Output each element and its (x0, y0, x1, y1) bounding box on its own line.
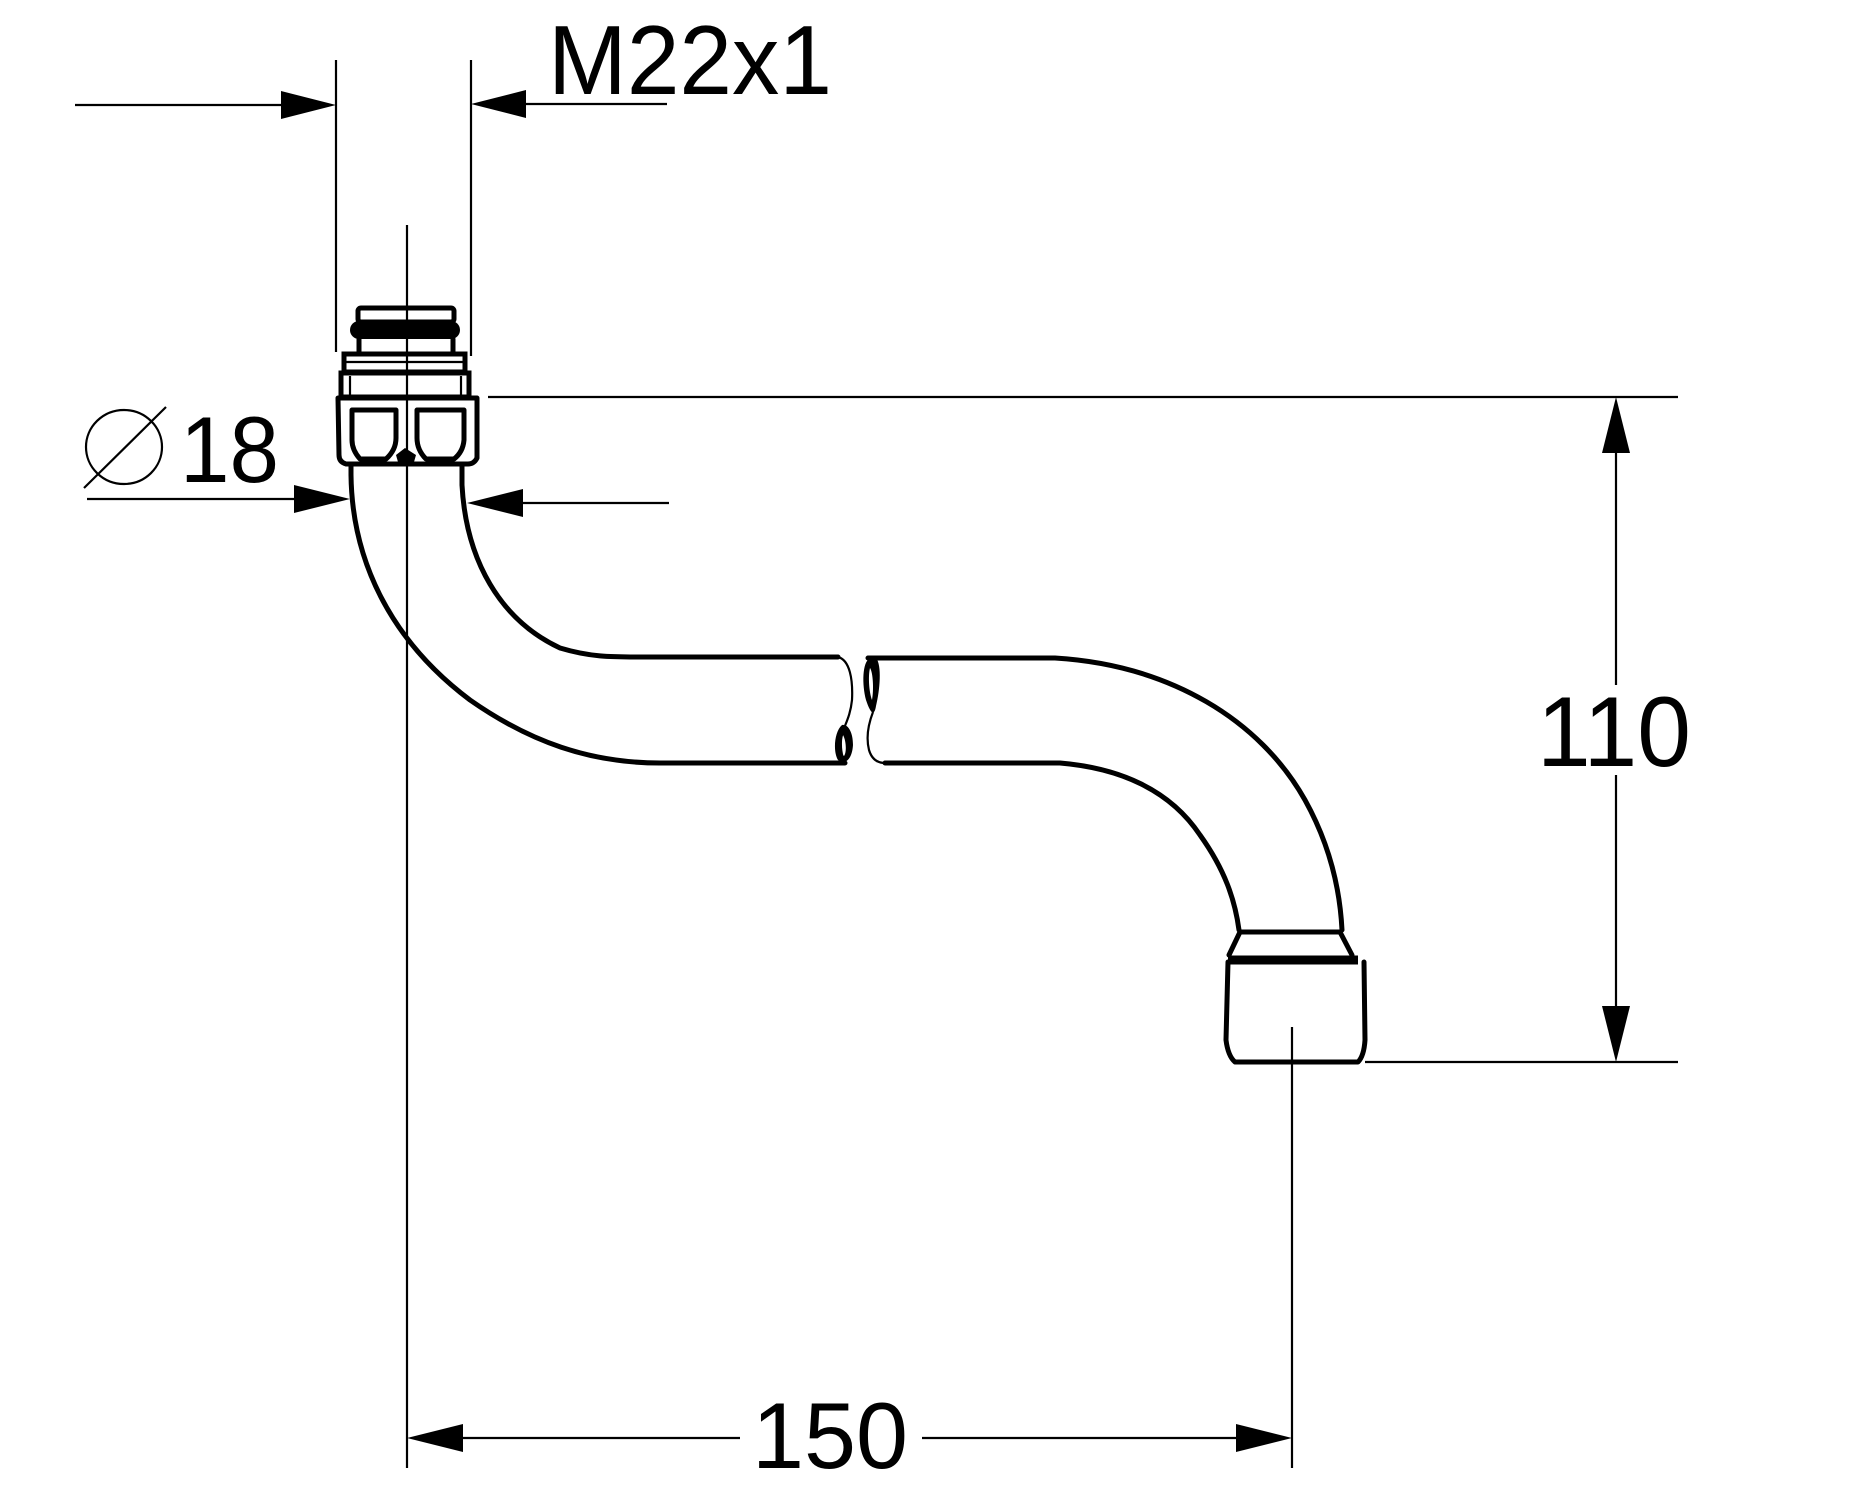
centerlines (405, 225, 1294, 1468)
arrowhead-icon (471, 90, 526, 118)
outlet-nozzle (1223, 929, 1368, 1065)
spout-tube-left-segment (348, 461, 854, 766)
height-dimension: 110 (488, 395, 1691, 1064)
spout-tube-right-segment (863, 655, 1345, 933)
arrowhead-icon (281, 91, 336, 119)
arrowhead-icon (467, 489, 523, 517)
reach-dimension: 150 (407, 1383, 1292, 1488)
thread-dimension: M22x1 (75, 5, 832, 356)
height-label: 110 (1537, 676, 1691, 787)
diameter-dimension: 18 (83, 397, 669, 517)
arrowhead-icon (294, 485, 350, 513)
arrowhead-icon (407, 1424, 463, 1452)
arrowhead-icon (1236, 1424, 1292, 1452)
reach-label: 150 (752, 1383, 908, 1488)
arrowhead-icon (1602, 1006, 1630, 1062)
diameter-symbol-icon (83, 406, 167, 489)
diameter-value: 18 (180, 397, 279, 502)
thread-label: M22x1 (548, 5, 832, 115)
arrowhead-icon (1602, 397, 1630, 453)
o-ring (350, 321, 460, 339)
inlet-connector (335, 305, 480, 467)
